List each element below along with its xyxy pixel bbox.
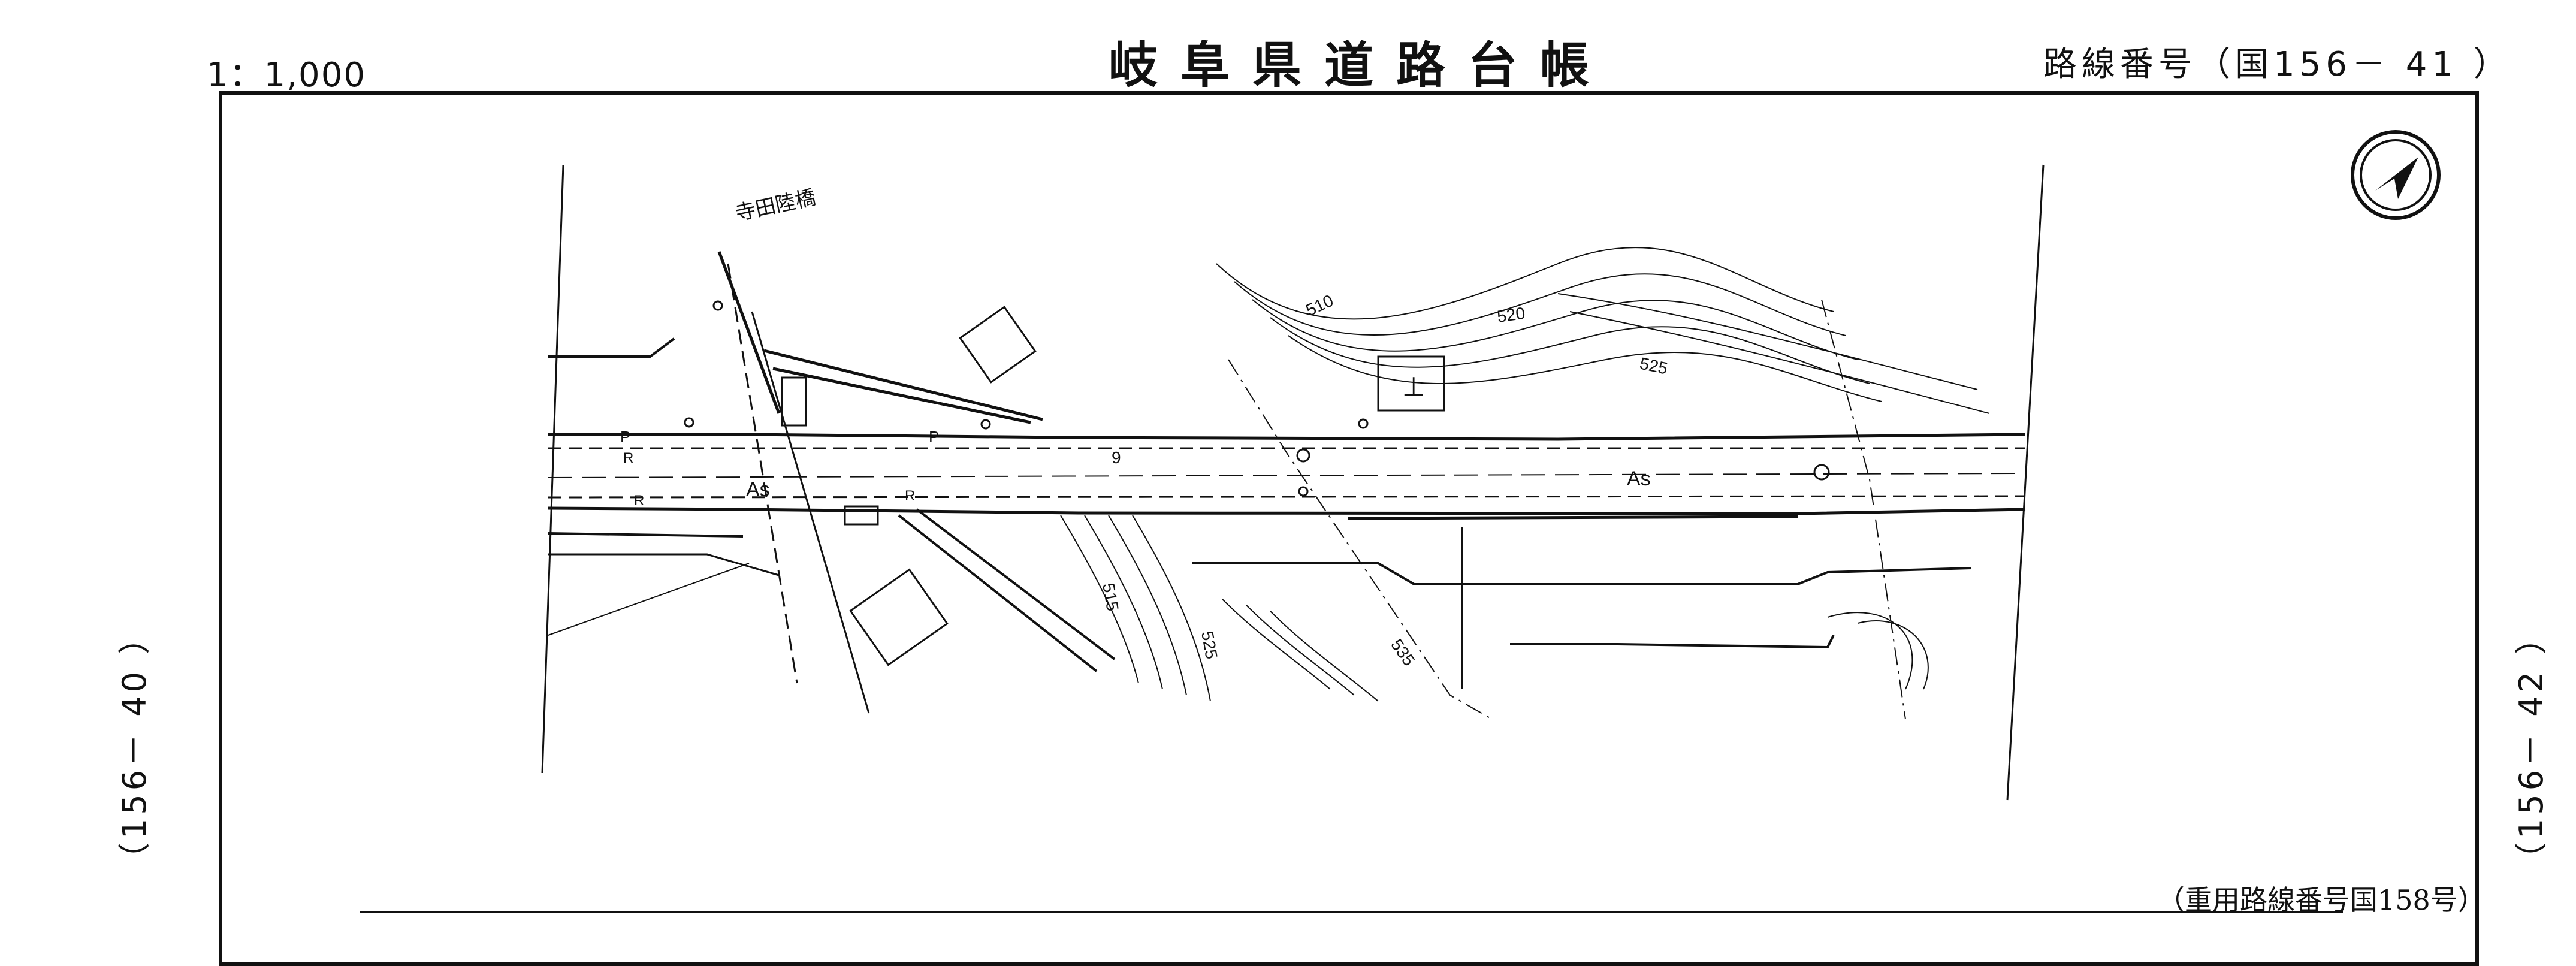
- utility-pole-1: [684, 417, 694, 428]
- bridge-name-label: 寺田陸橋: [733, 186, 818, 225]
- marker-p2: P: [929, 428, 939, 446]
- side-road-sw: [548, 563, 750, 636]
- bridge-road-east: [751, 311, 870, 714]
- contour-label-525-upper: 525: [1638, 354, 1669, 378]
- utility-pole-2: [980, 419, 991, 430]
- building-north: [959, 306, 1037, 384]
- next-sheet-ref: （156－ 42 ）: [2512, 618, 2550, 875]
- road-map-drawing: 寺田陸橋 As As 9 P P R R R ⊥ 510 520 525 515…: [541, 130, 2441, 801]
- shrine-symbol: ⊥: [1402, 372, 1425, 402]
- divider-line: [360, 911, 2343, 913]
- contours-north: [1216, 247, 1990, 414]
- embankment-north-west: [763, 349, 1043, 424]
- map-scale: 1：1,000: [207, 56, 366, 95]
- utility-pole-3: [1358, 418, 1369, 429]
- marker-r2: R: [634, 493, 644, 509]
- contours-south: [1060, 515, 1929, 702]
- map-right-extent: [2006, 164, 2045, 801]
- hatched-wall-2: [844, 505, 879, 526]
- bridge-rail: [717, 251, 781, 414]
- bridge-road-west: [727, 263, 798, 684]
- embankment-south-west: [898, 508, 1116, 672]
- page-title: 岐阜県道路台帳: [1109, 37, 1612, 94]
- road-edge-south-inner: [548, 495, 2026, 499]
- side-road-west-lower: [548, 553, 780, 576]
- utility-pole-7: [712, 300, 723, 311]
- marker-p1: P: [620, 428, 630, 446]
- road-edge-outer-south: [548, 532, 744, 538]
- utility-pole-6: [1813, 464, 1830, 481]
- road-edge-north: [548, 433, 2026, 441]
- road-centerline: [548, 473, 2026, 478]
- building-south: [849, 568, 949, 666]
- hatched-wall-1: [781, 376, 807, 427]
- pavement-label-left: As: [746, 478, 770, 501]
- route-number: 路線番号（国156－ 41 ）: [2043, 45, 2512, 84]
- boundary-line-center: [1228, 359, 1493, 720]
- contour-label-515: 515: [1099, 582, 1122, 612]
- utility-pole-4: [1296, 448, 1310, 463]
- boundary-line-east: [1821, 299, 1906, 720]
- side-road-west: [548, 337, 675, 358]
- drain-channel-2: [1510, 635, 1835, 649]
- marker-r1: R: [623, 450, 633, 466]
- north-arrow-icon: [2351, 130, 2441, 220]
- drain-retaining: [1348, 515, 1798, 520]
- pavement-label-right: As: [1627, 467, 1651, 490]
- road-edge-south: [548, 506, 2026, 515]
- utility-pole-5: [1298, 486, 1309, 497]
- km-post-label: 9: [1112, 448, 1121, 467]
- map-left-extent: [541, 164, 564, 774]
- marker-r3: R: [905, 488, 915, 504]
- contour-label-525-lower: 525: [1198, 630, 1221, 660]
- drain-channel-1: [1192, 562, 1972, 585]
- previous-sheet-ref: （156－ 40 ）: [116, 618, 153, 875]
- contour-label-520: 520: [1496, 304, 1527, 326]
- contour-label-510: 510: [1303, 291, 1336, 320]
